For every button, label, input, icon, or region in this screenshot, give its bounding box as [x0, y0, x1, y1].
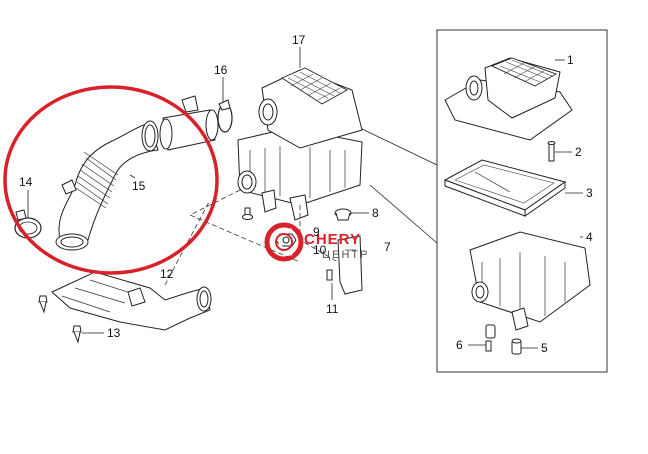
mounting-pin	[547, 141, 556, 162]
callout-16: 16	[214, 63, 228, 77]
callout-2: 2	[575, 145, 582, 159]
intake-duct	[51, 271, 212, 331]
callout-7: 7	[384, 240, 391, 254]
small-pin	[485, 340, 492, 352]
rubber-grommet	[511, 338, 522, 355]
callout-3: 3	[586, 186, 593, 200]
hose-clamp	[217, 99, 233, 133]
chery-logo-icon	[264, 222, 304, 262]
push-clip	[38, 295, 82, 344]
callout-9: 9	[313, 225, 320, 239]
intake-hose	[55, 120, 159, 251]
callout-12: 12	[160, 267, 174, 281]
filter-element	[443, 159, 567, 217]
air-filter-assembly	[237, 67, 363, 221]
callout-15: 15	[132, 179, 146, 193]
rubber-mount	[334, 208, 352, 221]
callout-11: 11	[326, 302, 339, 316]
callout-4: 4	[586, 230, 593, 244]
callout-14: 14	[19, 175, 33, 189]
watermark-sub: ЦЕНТР	[322, 249, 369, 261]
callout-13: 13	[107, 326, 121, 340]
filter-lower-box	[469, 231, 591, 331]
exploded-view-frame	[436, 29, 608, 373]
highlight-ellipse	[3, 85, 219, 275]
mounting-bracket	[326, 235, 363, 295]
rubber-grommet-box	[485, 324, 496, 339]
callout-8: 8	[372, 206, 379, 220]
callout-6: 6	[456, 338, 463, 352]
watermark-brand: CHERY	[304, 231, 361, 248]
bracket-bolt	[242, 207, 253, 220]
callout-17: 17	[292, 33, 306, 47]
callout-10: 10	[313, 243, 327, 257]
hose-coupling	[159, 95, 219, 151]
callout-5: 5	[541, 341, 548, 355]
callout-1: 1	[567, 53, 574, 67]
chery-watermark: CHERY ЦЕНТР	[264, 222, 369, 262]
filter-lid	[444, 57, 573, 141]
